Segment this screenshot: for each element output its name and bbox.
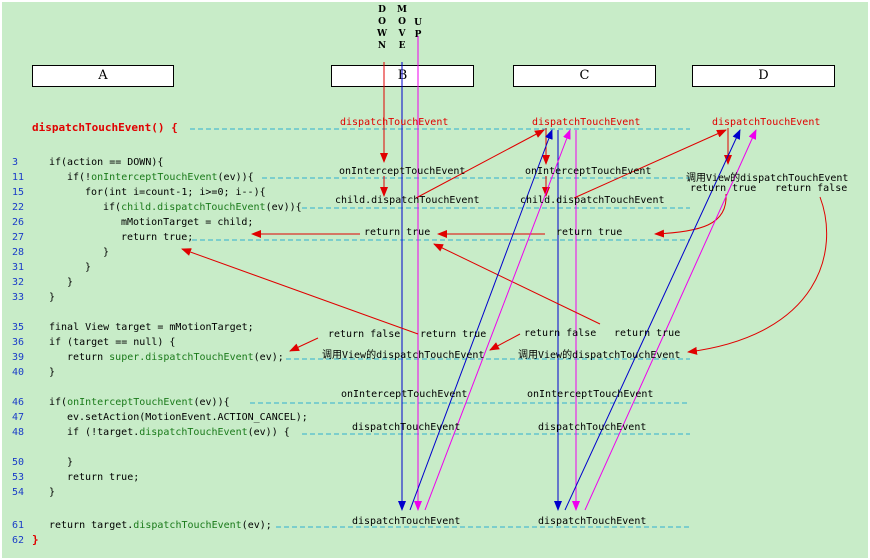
- line-number: 3: [12, 157, 19, 168]
- code-line: }: [49, 367, 56, 378]
- b-to-c-up-diag: [424, 129, 571, 511]
- b-call-view-label: 调用View的dispatchTouchEvent: [322, 350, 485, 361]
- line-number: 31: [12, 262, 25, 273]
- line-number: 47: [12, 412, 25, 423]
- code-line: }: [103, 247, 110, 258]
- code-line: if (!target.dispatchTouchEvent(ev)) {: [67, 427, 290, 438]
- c-dispatch-label: dispatchTouchEvent: [532, 117, 641, 128]
- code-line: }: [49, 487, 56, 498]
- c-child-dispatch-label: child.dispatchTouchEvent: [520, 195, 665, 206]
- c-to-d-move-diag: [564, 129, 741, 511]
- code-line: return true;: [67, 472, 140, 483]
- line-number: 32: [12, 277, 25, 288]
- return-false-arrow-b: [289, 337, 319, 352]
- line-number: 15: [12, 187, 25, 198]
- line-number: 48: [12, 427, 25, 438]
- code-line: }: [67, 277, 74, 288]
- return-true-arrow-d: [654, 193, 727, 238]
- line-number: 54: [12, 487, 25, 498]
- code-line: }: [67, 457, 74, 468]
- b-dispatch-label-2: dispatchTouchEvent: [352, 422, 461, 433]
- code-line: ev.setAction(MotionEvent.ACTION_CANCEL);: [67, 412, 308, 423]
- c-return-false-label: return false: [524, 328, 597, 339]
- b-to-c-dispatch-arrow: [415, 129, 545, 199]
- code-line: for(int i=count-1; i>=0; i--){: [85, 187, 266, 198]
- b-return-true-label-2: return true: [420, 329, 487, 340]
- closing-brace: }: [32, 533, 39, 546]
- line-number: 39: [12, 352, 25, 363]
- code-line: if(onInterceptTouchEvent(ev)){: [49, 397, 230, 408]
- return-true-diag-b: [181, 248, 419, 335]
- line-number: 36: [12, 337, 25, 348]
- code-line: return target.dispatchTouchEvent(ev);: [49, 520, 272, 531]
- code-line: mMotionTarget = child;: [121, 217, 254, 228]
- b-return-true-label: return true: [364, 227, 431, 238]
- d-dispatch-label: dispatchTouchEvent: [712, 117, 821, 128]
- b-dispatch-label: dispatchTouchEvent: [340, 117, 449, 128]
- code-line: final View target = mMotionTarget;: [49, 322, 254, 333]
- line-number: 28: [12, 247, 25, 258]
- c-return-true-label: return true: [556, 227, 623, 238]
- code-line: if(child.dispatchTouchEvent(ev)){: [103, 202, 302, 213]
- code-line: }: [49, 292, 56, 303]
- line-number: 33: [12, 292, 25, 303]
- b-intercept-label-2: onInterceptTouchEvent: [341, 389, 468, 400]
- line-number: 11: [12, 172, 25, 183]
- b-return-false-label: return false: [328, 329, 401, 340]
- line-number: 35: [12, 322, 25, 333]
- c-call-view-label: 调用View的dispatchTouchEvent: [518, 350, 681, 361]
- column-a-box: A: [32, 65, 174, 87]
- b-intercept-label: onInterceptTouchEvent: [339, 166, 466, 177]
- d-call-view-label: 调用View的dispatchTouchEvent: [686, 173, 849, 184]
- code-line: if(action == DOWN){: [49, 157, 164, 168]
- code-line: if(!onInterceptTouchEvent(ev)){: [67, 172, 254, 183]
- b-child-dispatch-label: child.dispatchTouchEvent: [335, 195, 480, 206]
- c-to-d-up-diag: [584, 129, 757, 511]
- line-number: 62: [12, 535, 25, 546]
- c-intercept-label-2: onInterceptTouchEvent: [527, 389, 654, 400]
- return-false-arrow-c: [489, 333, 521, 351]
- c-dispatch-label-2: dispatchTouchEvent: [538, 422, 647, 433]
- column-c-box: C: [513, 65, 656, 87]
- c-dispatch-label-3: dispatchTouchEvent: [538, 516, 647, 527]
- line-number: 50: [12, 457, 25, 468]
- line-number: 26: [12, 217, 25, 228]
- c-return-true-label-2: return true: [614, 328, 681, 339]
- column-d-box: D: [692, 65, 835, 87]
- line-number: 27: [12, 232, 25, 243]
- line-number: 61: [12, 520, 25, 531]
- d-return-false-label: return false: [775, 183, 848, 194]
- code-line: return true;: [121, 232, 194, 243]
- return-true-diag-c: [433, 243, 601, 325]
- return-false-curve-d: [687, 196, 828, 355]
- line-number: 46: [12, 397, 25, 408]
- b-to-c-move-diag: [409, 129, 553, 511]
- code-line: return super.dispatchTouchEvent(ev);: [67, 352, 284, 363]
- c-intercept-label: onInterceptTouchEvent: [525, 166, 652, 177]
- function-title: dispatchTouchEvent() {: [32, 121, 178, 134]
- code-line: if (target == null) {: [49, 337, 176, 348]
- line-number: 53: [12, 472, 25, 483]
- line-number: 22: [12, 202, 25, 213]
- b-dispatch-label-3: dispatchTouchEvent: [352, 516, 461, 527]
- line-number: 40: [12, 367, 25, 378]
- code-line: }: [85, 262, 92, 273]
- d-return-true-label: return true: [690, 183, 757, 194]
- c-to-d-dispatch-arrow: [573, 129, 727, 199]
